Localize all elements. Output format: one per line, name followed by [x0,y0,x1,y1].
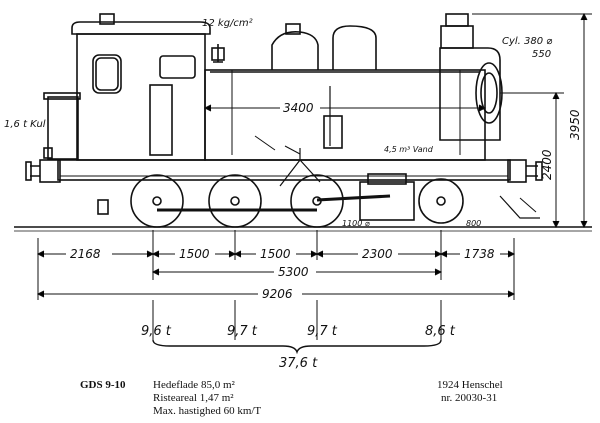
length-seg5-label: 1738 [464,247,495,261]
length-seg4-label: 2300 [362,247,393,261]
axle-load-4: 8,6 t [425,324,456,339]
axle-load-1: 9,6 t [141,324,172,339]
heating-surface: Hedeflade 85,0 m² [153,379,235,391]
wheel-3 [290,174,344,228]
wheel-4 [418,178,464,224]
axle-load-3: 9,7 t [307,324,338,339]
length-seg3-label: 1500 [260,247,291,261]
builder-year: 1924 Henschel [437,379,503,391]
overall-length-label: 9206 [262,287,293,301]
axle-load-total: 37,6 t [279,356,318,371]
locomotive-outline [25,13,543,221]
coal-label: 1,6 t Kul [4,119,46,130]
stroke-label: 550 [532,49,551,60]
height-boiler-label: 2400 [540,149,554,180]
wheelbase-label: 5300 [278,265,309,279]
caption-specs: GDS 9-10 Hedeflade 85,0 m² Risteareal 1,4… [80,379,261,418]
height-dimensions [472,12,592,229]
grate-area: Risteareal 1,47 m² [153,392,234,404]
wheel-dia-label: 1100 ⌀ [342,219,370,228]
length-dimensions [36,230,516,340]
cylinder-label: Cyl. 380 ⌀ [502,36,553,47]
wheel-1 [130,174,184,228]
tank-length-label: 3400 [283,101,314,115]
trailing-dia-label: 800 [466,219,481,228]
wheel-2 [208,174,262,228]
class-label: GDS 9-10 [80,379,126,391]
works-numbers: nr. 20030-31 [441,392,498,404]
water-label: 4,5 m³ Vand [384,145,434,154]
height-total-label: 3950 [568,109,582,140]
pressure-label: 12 kg/cm² [202,18,253,29]
axle-load-2: 9,7 t [227,324,258,339]
length-seg1-label: 2168 [70,247,101,261]
caption-builder: 1924 Henschel nr. 20030-31 [437,379,503,405]
length-seg2-label: 1500 [179,247,210,261]
axle-load-brace [152,339,442,355]
max-speed: Max. hastighed 60 km/T [153,405,262,417]
tank-length-dimension [203,104,487,112]
wheels [130,135,464,228]
